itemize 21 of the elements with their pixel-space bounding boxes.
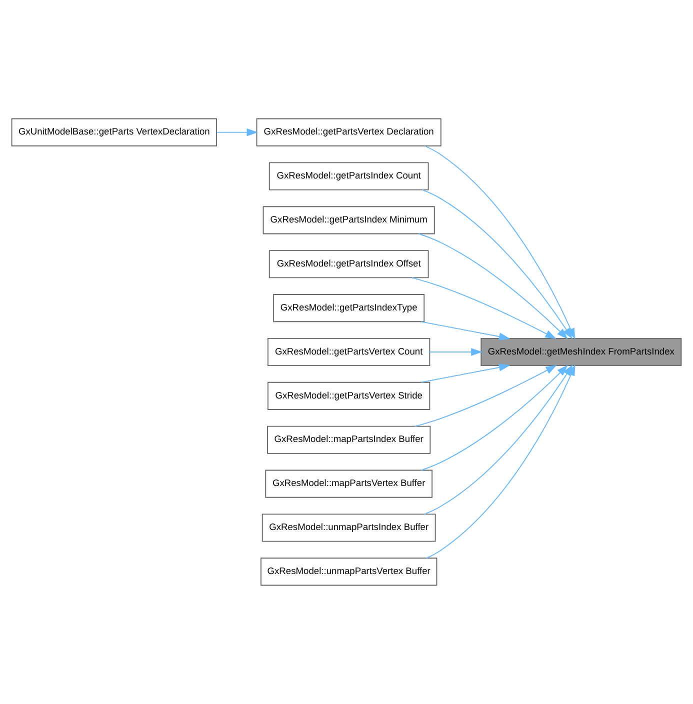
node-box: GxUnitModelBase::getParts VertexDeclaration [11, 118, 218, 146]
node-box: GxResModel::getPartsIndexType [273, 294, 425, 322]
node-box: GxResModel::getPartsVertex Declaration [256, 118, 442, 146]
arrow [420, 321, 510, 340]
node-box: GxResModel::getPartsIndex Count [268, 162, 429, 190]
node-box: GxResModel::getPartsVertex Count [268, 338, 430, 366]
arrow [420, 364, 510, 383]
node-box: GxResModel::unmapPartsVertex Buffer [260, 558, 438, 586]
node-box: GxResModel::getMeshIndex FromPartsIndex [480, 338, 682, 366]
node-box: GxResModel::getPartsIndex Minimum [262, 206, 435, 234]
node-box: GxResModel::mapPartsVertex Buffer [265, 470, 433, 498]
node-box: GxResModel::mapPartsIndex Buffer [267, 426, 431, 454]
node-box: GxResModel::getPartsIndex Offset [268, 250, 429, 278]
arrow [420, 364, 568, 471]
arrow [216, 128, 258, 136]
arrow [418, 233, 568, 340]
node-box: GxResModel::getPartsVertex Stride [268, 382, 430, 410]
arrow [414, 364, 557, 427]
node-box: GxResModel::unmapPartsIndex Buffer [262, 514, 436, 542]
arrow [429, 348, 482, 356]
arrow [412, 277, 556, 340]
